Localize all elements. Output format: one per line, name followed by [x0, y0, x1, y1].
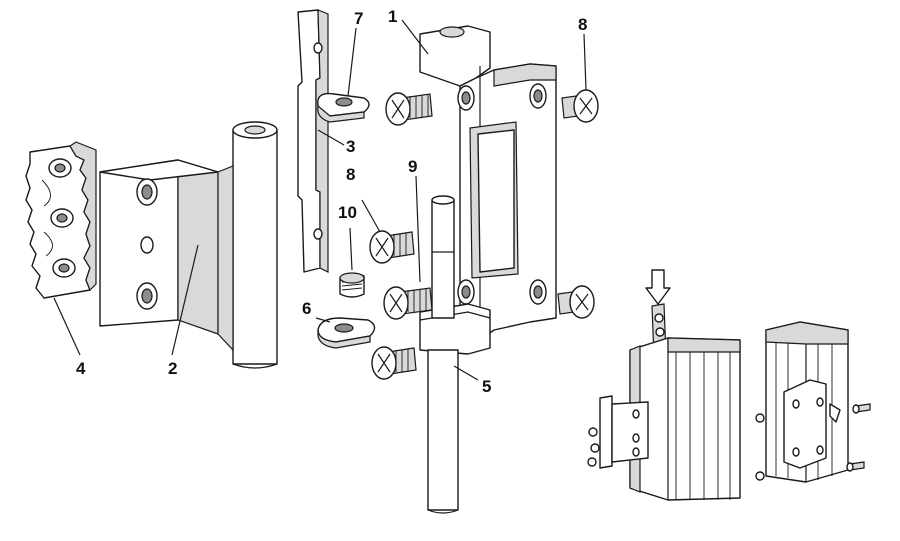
label-8-middle: 8 — [346, 165, 355, 184]
label-4: 4 — [76, 359, 86, 378]
label-10: 10 — [338, 203, 357, 222]
sash-leaf-part-1 — [401, 19, 557, 355]
label-2: 2 — [168, 359, 177, 378]
grub-screw-part-10 — [339, 227, 365, 298]
label-6: 6 — [302, 299, 311, 318]
screw-bottom — [371, 346, 417, 380]
washer-part-6 — [315, 317, 376, 349]
screw-top-part-9 — [385, 92, 433, 126]
installation-inset — [587, 269, 871, 501]
screw-lower-part-9 — [383, 286, 433, 320]
label-1: 1 — [388, 7, 397, 26]
screw-right-top-part-8 — [561, 33, 599, 123]
adjustment-strip-part-3 — [297, 9, 345, 273]
frame-leaf-part-2 — [99, 121, 278, 369]
label-5: 5 — [482, 377, 491, 396]
label-8-top-right: 8 — [578, 15, 587, 34]
clamping-plate-part-4 — [25, 141, 97, 356]
screw-middle-part-8 — [361, 199, 415, 264]
label-9: 9 — [408, 157, 417, 176]
label-3: 3 — [346, 137, 355, 156]
label-7: 7 — [354, 9, 363, 28]
hinge-pin-part-5 — [415, 175, 479, 514]
screw-right-bottom — [557, 285, 595, 319]
clip-part-7 — [317, 27, 370, 123]
